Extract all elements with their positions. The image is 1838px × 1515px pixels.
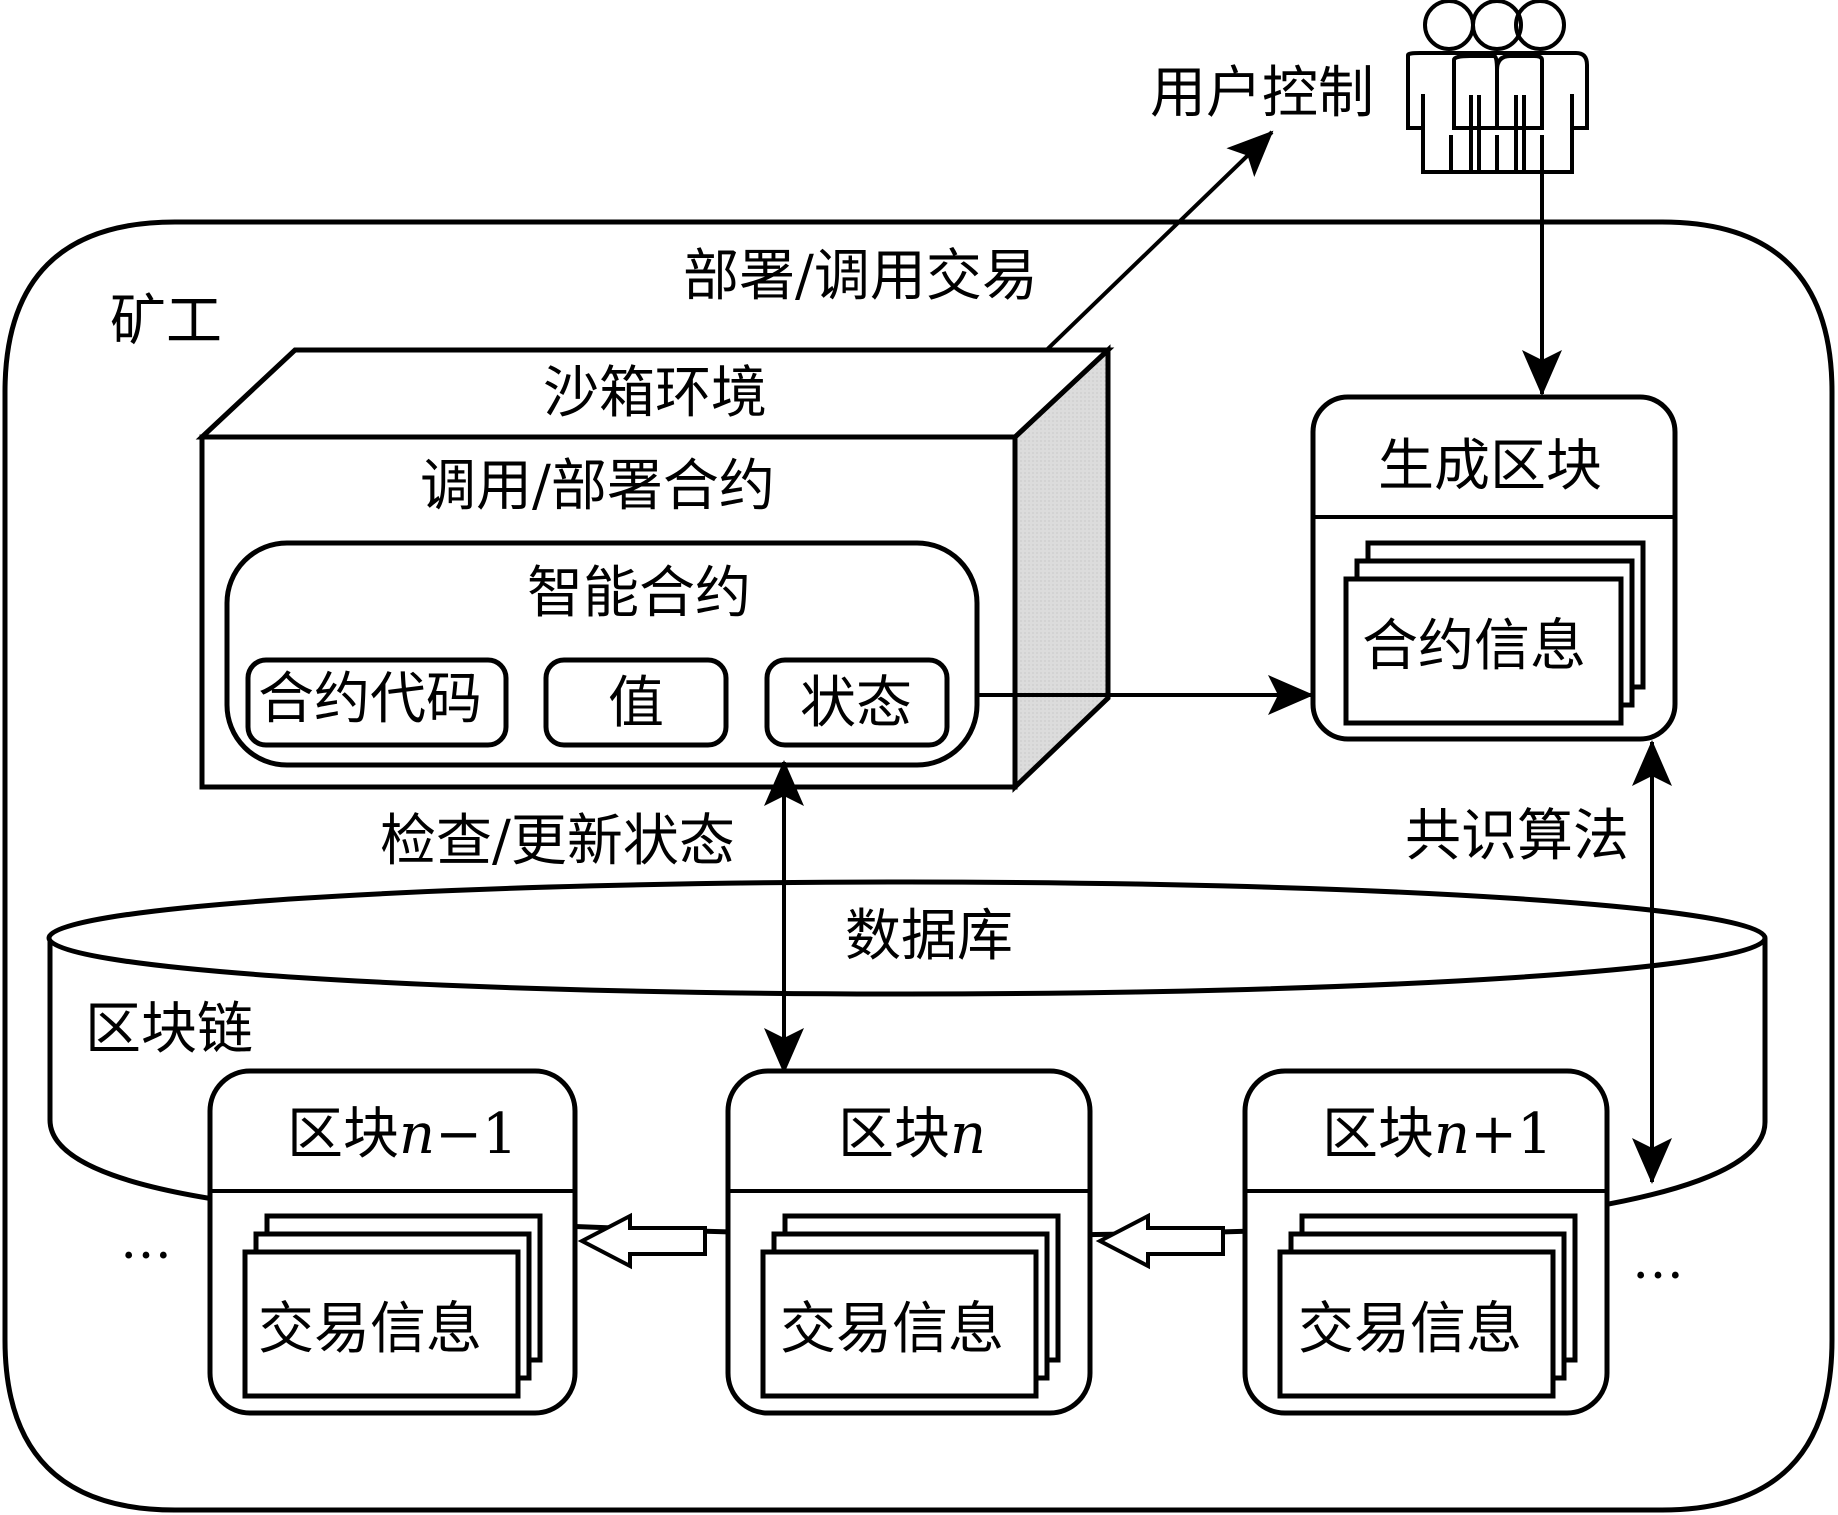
blockchain-label: 区块链 <box>85 997 253 1062</box>
chain-arrow-icon <box>577 1212 707 1270</box>
sandbox-subtitle: 调用/部署合约 <box>420 454 775 519</box>
block-title: 区块n+1 <box>1322 1102 1553 1167</box>
users-group-icon <box>1406 0 1589 174</box>
check-update-state-label: 检查/更新状态 <box>380 809 735 874</box>
contract-code-box <box>245 657 509 748</box>
contract-info-stack <box>1343 540 1646 726</box>
transaction-info-label: 交易信息 <box>258 1297 482 1362</box>
user-control-label: 用户控制 <box>1150 61 1374 126</box>
value-label: 值 <box>608 671 664 736</box>
database-cylinder <box>46 879 1768 1238</box>
transaction-info-label: 交易信息 <box>1298 1297 1522 1362</box>
deploy-invoke-label: 部署/调用交易 <box>683 244 1038 309</box>
generate-block-title: 生成区块 <box>1378 434 1602 499</box>
contract-code-label: 合约代码 <box>258 667 482 732</box>
database-label: 数据库 <box>845 904 1013 969</box>
consensus-label: 共识算法 <box>1405 804 1629 869</box>
state-label: 状态 <box>800 671 912 736</box>
state-box <box>764 657 950 748</box>
smart-contract-title: 智能合约 <box>527 561 751 626</box>
sandbox-title: 沙箱环境 <box>543 361 767 426</box>
block-card <box>207 1068 578 1416</box>
block-title: 区块n−1 <box>287 1102 518 1167</box>
block-title: 区块n <box>838 1102 986 1167</box>
transaction-info-label: 交易信息 <box>780 1297 1004 1362</box>
value-box <box>543 657 729 748</box>
miner-container <box>2 219 1835 1513</box>
block-card <box>1242 1068 1610 1416</box>
ellipsis-left: … <box>120 1211 172 1271</box>
block-card <box>725 1068 1093 1416</box>
miner-label: 矿工 <box>110 289 222 354</box>
ellipsis-right: … <box>1632 1231 1684 1291</box>
contract-info-label: 合约信息 <box>1362 614 1586 679</box>
chain-arrow-icon <box>1095 1212 1225 1270</box>
